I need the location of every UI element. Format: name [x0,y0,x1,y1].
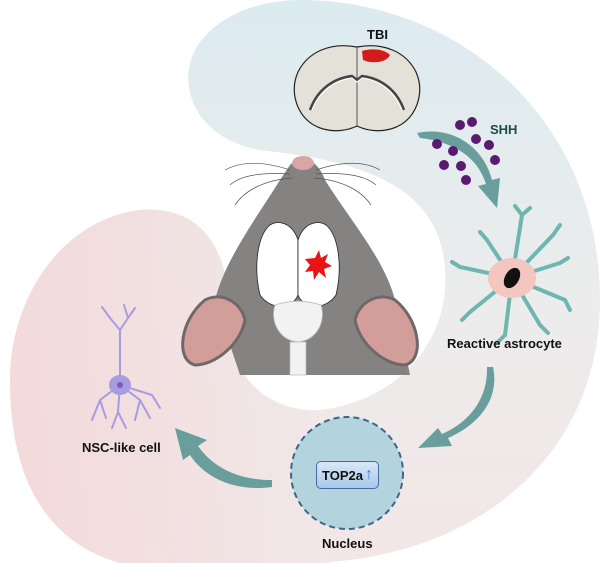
shh-label: SHH [490,122,518,137]
nsc-like-neuron-icon [91,304,161,429]
nucleus-label: Nucleus [322,536,373,551]
arrow-to-nsc [175,428,272,489]
top2a-badge: TOP2a ↑ [316,461,379,489]
top2a-label: TOP2a [322,467,363,483]
lesion-mark [362,49,390,63]
upregulated-arrow-icon: ↑ [364,466,373,483]
brain-coronal-section-icon [293,45,421,132]
arrow-to-astrocyte [417,131,500,208]
tbi-label: TBI [367,27,388,42]
nsc-like-cell-label: NSC-like cell [82,440,161,455]
mouse-head-illustration [181,156,419,376]
reactive-astrocyte-label: Reactive astrocyte [447,336,562,351]
tbi-lesion-icon [305,250,332,280]
arrow-to-nucleus [418,367,495,448]
whiskers [224,162,381,206]
reactive-astrocyte-icon [450,204,572,344]
shh-molecules [432,117,500,185]
